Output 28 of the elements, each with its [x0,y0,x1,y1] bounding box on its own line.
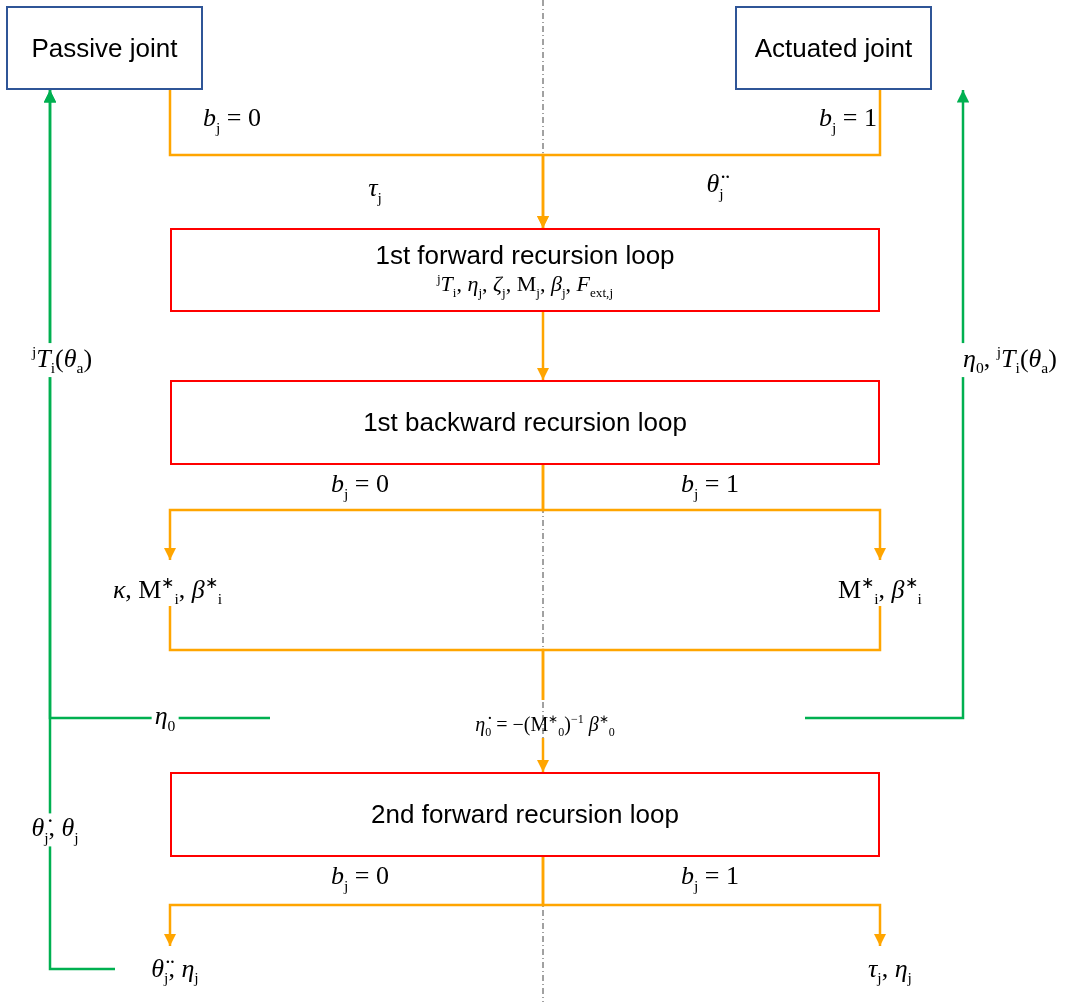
edge-label: b$_{j}$ = 0 [202,103,262,137]
formula-text: $^{j}$T$_{i}$, η$_{j}$, ζ$_{j}$, M$_{j}$, β$_{j}$, F$_{ext,j}$ [436,270,614,301]
box-title: 1st forward recursion loop [375,239,675,271]
connector-arrow [536,312,550,380]
edge-label: b$_{j}$ = 1 [818,103,878,137]
box-title: 1st backward recursion loop [363,407,687,438]
box-title: 2nd forward recursion loop [371,799,679,830]
box-title: Actuated joint [754,32,913,64]
process-box [735,6,932,90]
formula-text: θ̈$_{j}$, η$_{j}$ [115,946,235,992]
process-box [170,772,880,857]
formula-label: θ̈$_{j}$ [703,169,727,203]
connector-arrow [805,90,970,720]
box-title: Passive joint [31,32,178,64]
edge-label: b$_{j}$ = 0 [330,469,390,503]
process-box [170,380,880,465]
edge-label: b$_{j}$ = 1 [680,469,740,503]
formula-text: τ$_{j}$, η$_{j}$ [825,946,955,992]
connector-arrow [536,90,882,228]
edge-label: b$_{j}$ = 1 [680,861,740,895]
connector-arrow [541,857,887,946]
process-box [170,228,880,312]
connector-arrow [536,738,550,772]
connector-arrow [541,465,887,560]
connector-arrow [43,90,270,720]
formula-label: τ$_{j}$ [367,173,383,207]
edge-label: b$_{j}$ = 0 [330,861,390,895]
process-box [6,6,203,90]
